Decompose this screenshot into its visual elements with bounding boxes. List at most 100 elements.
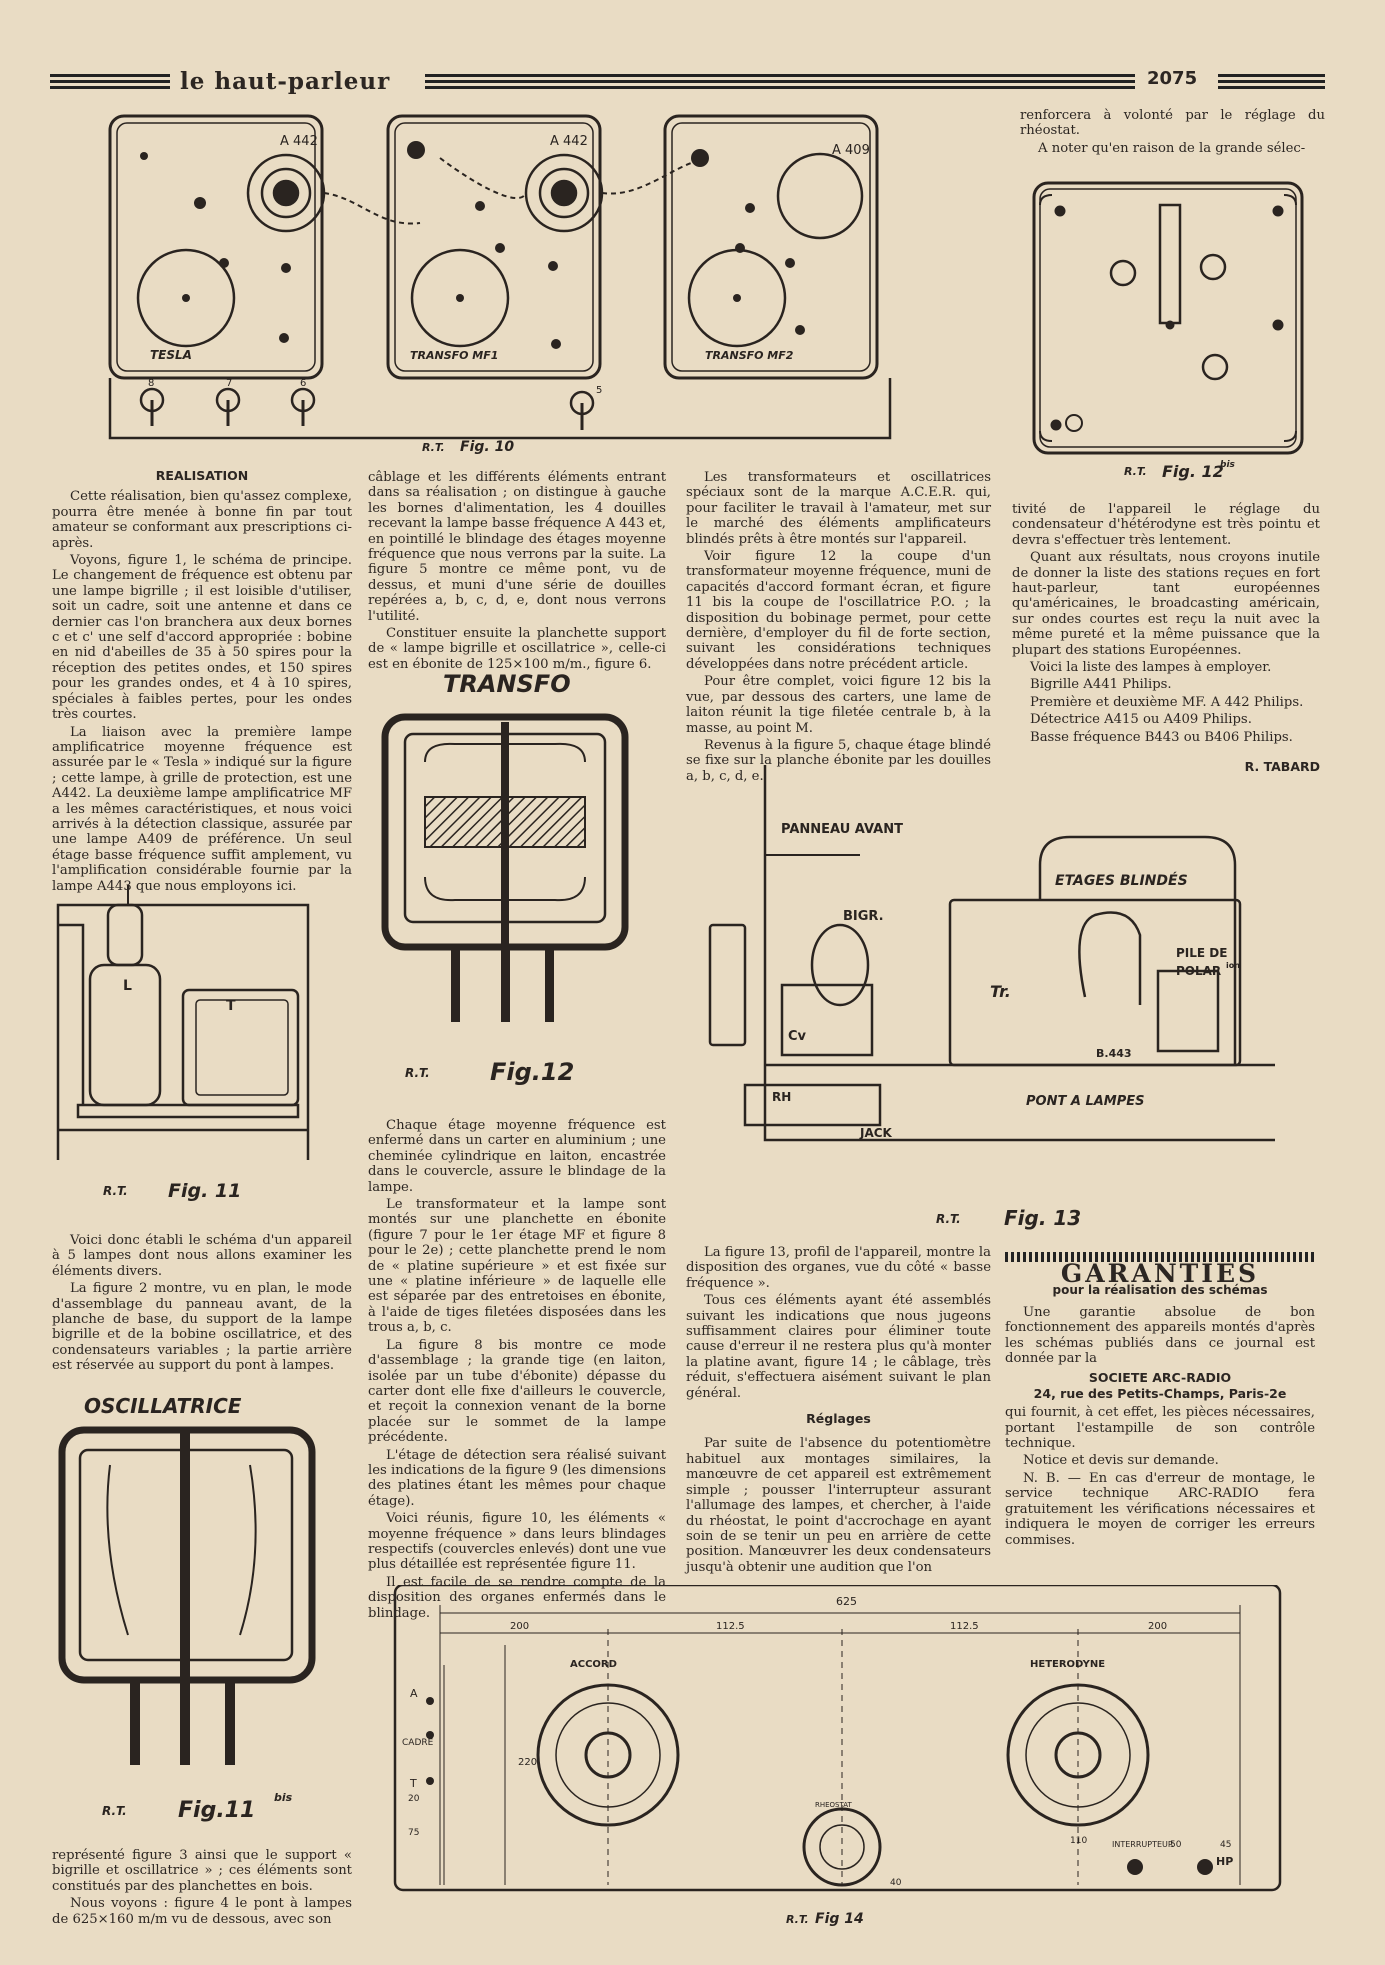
column-3: Les transformateurs et oscillatrices spé… <box>686 470 991 786</box>
col4-paragraph: A noter qu'en raison de la grande sélec- <box>1038 140 1306 156</box>
fig13-pile: PILE DE <box>1176 946 1227 960</box>
fig14-d45: 45 <box>1220 1840 1231 1850</box>
fig14-d50: 50 <box>1170 1840 1182 1850</box>
col2-paragraph: Voici réunis, figure 10, les éléments « … <box>368 1511 666 1573</box>
oscillatrice-caption: Fig.11 <box>178 1798 255 1823</box>
fig14-caption: Fig 14 <box>815 1911 864 1927</box>
fig14-interrupteur: INTERRUPTEUR <box>1112 1840 1174 1849</box>
col2-paragraph: câblage et les différents éléments entra… <box>368 470 666 624</box>
col1-paragraph: Cette réalisation, bien qu'assez complex… <box>52 489 352 551</box>
col1-paragraph: La figure 2 montre, vu en plan, le mode … <box>52 1281 352 1374</box>
masthead-rule-right <box>1218 74 1325 92</box>
fig13-etages: ETAGES BLINDÉS <box>1055 872 1188 889</box>
reglages-heading: Réglages <box>806 1411 871 1427</box>
fig11-prefix: R.T. <box>103 1184 128 1198</box>
transfo-fig-caption: Fig.12 <box>490 1058 574 1086</box>
fig13-rh: RH <box>772 1090 791 1104</box>
col3-paragraph: Voir figure 12 la coupe d'un transformat… <box>686 549 991 672</box>
fig13-jack: JACK <box>859 1126 893 1140</box>
column-2: câblage et les différents éléments entra… <box>368 470 666 674</box>
col1-paragraph: Nous voyons : figure 4 le pont à lampes … <box>52 1896 352 1927</box>
masthead: le haut-parleur 2075 <box>50 66 1325 106</box>
fig14-accord: ACCORD <box>570 1659 617 1670</box>
figure-10: A 442 A 442 A 409 TESLA TRANSFO MF1 TRAN… <box>108 114 892 455</box>
fig14-rheostat: RHEOSTAT <box>815 1801 852 1809</box>
figure-11-bis: OSCILLATRICE R.T. Fig.11 bis <box>58 1394 316 1823</box>
tube-label-2: A 442 <box>550 134 588 149</box>
figure-13: PANNEAU AVANT ETAGES BLINDÉS BIGR. PILE … <box>708 765 1275 1230</box>
figure-14: 625 200 112.5 112.5 200 220 75 20 110 50… <box>393 1585 1282 1927</box>
guarantee-text: Notice et devis sur demande. <box>1023 1453 1219 1469</box>
col1-paragraph: Voyons, figure 1, le schéma de principe.… <box>52 553 352 723</box>
guarantee-rule <box>1005 1252 1315 1262</box>
fig14-d75: 75 <box>408 1828 419 1838</box>
fig13-b443: B.443 <box>1096 1047 1132 1060</box>
terminal-5: 5 <box>596 385 602 396</box>
fig13-cv: Cv <box>788 1029 807 1044</box>
col2-paragraph: L'étage de détection sera réalisé suivan… <box>368 1447 666 1509</box>
column-2-bottom: Chaque étage moyenne fréquence est enfer… <box>368 1118 666 1623</box>
fig14-d2: 112.5 <box>716 1621 745 1632</box>
fig14-total: 625 <box>836 1595 857 1608</box>
lamp-item: Basse fréquence B443 ou B406 Philips. <box>1030 729 1293 745</box>
lamp-item: Détectrice A415 ou A409 Philips. <box>1030 712 1252 728</box>
guarantee-company: SOCIETE ARC-RADIO <box>1088 1370 1232 1386</box>
realisation-heading: REALISATION <box>155 468 249 483</box>
col3-paragraph: Revenus à la figure 5, chaque étage blin… <box>686 737 991 784</box>
guarantee-box: GARANTIES pour la réalisation des schéma… <box>1005 1252 1315 1550</box>
fig13-caption: Fig. 13 <box>1004 1206 1081 1230</box>
col3-paragraph: Tous ces éléments ayant été assemblés su… <box>686 1293 991 1401</box>
fig11-letter-t: T <box>226 998 236 1014</box>
guarantee-title: GARANTIES <box>1060 1259 1260 1288</box>
guarantee-subtitle: pour la réalisation des schémas <box>1052 1283 1268 1298</box>
figure-11: L T R.T. Fig. 11 <box>56 885 310 1202</box>
fig14-d3: 112.5 <box>950 1621 979 1632</box>
fig14-prefix: R.T. <box>786 1913 809 1926</box>
fig14-label-a: A <box>410 1687 418 1700</box>
fig10-caption: Fig. 10 <box>460 439 514 455</box>
fig14-label-t: T <box>409 1777 417 1790</box>
fig11-caption: Fig. 11 <box>168 1180 241 1202</box>
coil-label-1: TESLA <box>150 348 192 362</box>
col1-paragraph: La liaison avec la première lampe amplif… <box>52 724 352 894</box>
fig14-heterodyne: HETERODYNE <box>1030 1659 1105 1670</box>
col3-paragraph: Les transformateurs et oscillatrices spé… <box>686 470 991 547</box>
col2-paragraph: Chaque étage moyenne fréquence est enfer… <box>368 1118 666 1195</box>
oscillatrice-sup: bis <box>274 1791 293 1804</box>
column-3-bottom: La figure 13, profil de l'appareil, mont… <box>686 1245 991 1577</box>
col3-paragraph: Par suite de l'absence du potentiomètre … <box>686 1436 991 1575</box>
masthead-rule-middle <box>425 74 1135 92</box>
lamp-item: Bigrille A441 Philips. <box>1030 677 1172 693</box>
fig13-bigr: BIGR. <box>843 909 884 924</box>
col2-paragraph: La figure 8 bis montre ce mode d'assembl… <box>368 1337 666 1446</box>
col3-paragraph: Pour être complet, voici figure 12 bis l… <box>686 674 991 736</box>
guarantee-text: Une garantie absolue de bon fonctionneme… <box>1005 1304 1315 1367</box>
fig13-polar-sup: ion <box>1226 961 1240 970</box>
coil-label-3: TRANSFO MF2 <box>705 349 794 362</box>
fig14-d4: 200 <box>1148 1621 1167 1632</box>
figure-12-bis: R.T. Fig. 12 bis <box>1032 181 1304 481</box>
oscillatrice-prefix: R.T. <box>102 1804 127 1818</box>
coil-label-2: TRANSFO MF1 <box>410 349 498 362</box>
tube-label-3: A 409 <box>832 143 870 158</box>
fig14-height: 220 <box>518 1757 537 1768</box>
fig14-d1: 200 <box>510 1621 529 1632</box>
col4-paragraph: tivité de l'appareil le réglage du conde… <box>1012 502 1320 548</box>
terminal-8: 8 <box>148 378 154 389</box>
column-4-top: renforcera à volonté par le réglage du r… <box>1020 108 1325 158</box>
terminal-6: 6 <box>300 378 306 389</box>
col2-paragraph: Il est facile de se rendre compte de la … <box>368 1574 666 1621</box>
fig12bis-caption: Fig. 12 <box>1162 462 1224 481</box>
fig13-pont: PONT A LAMPES <box>1026 1094 1145 1109</box>
col4-paragraph: renforcera à volonté par le réglage du r… <box>1020 108 1325 139</box>
col2-paragraph: Le transformateur et la lampe sont monté… <box>368 1197 666 1336</box>
guarantee-text: qui fournit, à cet effet, les pièces néc… <box>1005 1405 1315 1452</box>
column-1: REALISATION Cette réalisation, bien qu'a… <box>52 468 352 896</box>
fig11-letter-l: L <box>123 978 132 994</box>
transfo-fig-prefix: R.T. <box>405 1066 430 1080</box>
fig14-d110: 110 <box>1070 1836 1087 1846</box>
masthead-title: le haut-parleur <box>180 68 391 95</box>
fig12bis-prefix: R.T. <box>1124 465 1147 478</box>
oscillatrice-title: OSCILLATRICE <box>84 1394 242 1418</box>
